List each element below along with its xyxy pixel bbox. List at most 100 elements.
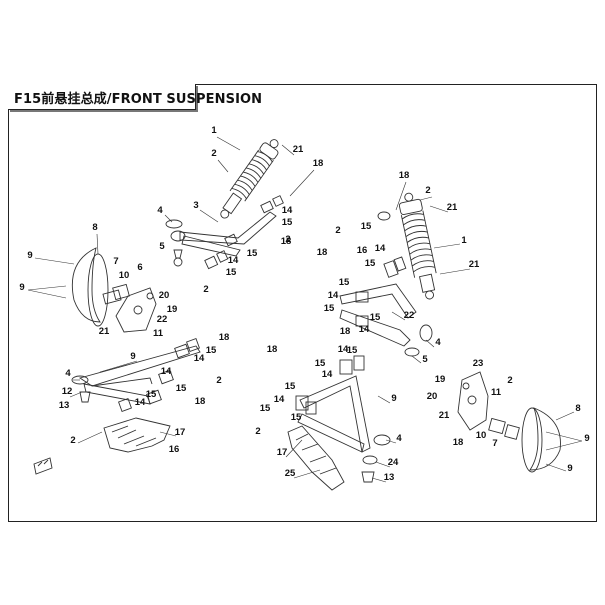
callout-15: 15 <box>226 267 237 278</box>
diagram-title: F15前悬挂总成/FRONT SUSPENSION <box>14 92 263 107</box>
right-lower-a-arm <box>295 355 391 483</box>
callout-1: 1 <box>211 125 217 136</box>
callout-18: 18 <box>281 236 292 247</box>
callout-19: 19 <box>167 304 178 315</box>
callout-15: 15 <box>370 312 381 323</box>
callout-9: 9 <box>391 393 396 404</box>
right-upper-a-arm <box>339 211 433 357</box>
callout-2: 2 <box>255 426 260 437</box>
callout-21: 21 <box>439 410 450 421</box>
callout-15: 15 <box>206 345 217 356</box>
right-shock-absorber <box>398 192 437 300</box>
callout-22: 22 <box>157 314 168 325</box>
callout-17: 17 <box>175 427 186 438</box>
callout-2: 2 <box>335 225 340 236</box>
callout-10: 10 <box>476 430 487 441</box>
left-lower-a-arm <box>71 338 201 412</box>
callout-15: 15 <box>339 277 350 288</box>
callout-15: 15 <box>291 412 302 423</box>
callout-14: 14 <box>338 344 349 355</box>
callout-5: 5 <box>159 241 165 252</box>
callout-25: 25 <box>285 468 296 479</box>
callout-17: 17 <box>277 447 288 458</box>
title-box: F15前悬挂总成/FRONT SUSPENSION <box>8 84 262 110</box>
callout-2: 2 <box>425 185 430 196</box>
callout-18: 18 <box>399 170 410 181</box>
callout-18: 18 <box>219 332 230 343</box>
callout-15: 15 <box>260 403 271 414</box>
callout-8: 8 <box>575 403 580 414</box>
callout-23: 23 <box>473 358 484 369</box>
callout-14: 14 <box>328 290 339 301</box>
callout-2: 2 <box>285 234 290 245</box>
callout-16: 16 <box>357 245 368 256</box>
callout-14: 14 <box>135 397 146 408</box>
callout-12: 12 <box>62 386 73 397</box>
callout-4: 4 <box>157 205 163 216</box>
callout-13: 13 <box>384 472 395 483</box>
callout-3: 3 <box>193 200 198 211</box>
callout-9: 9 <box>19 282 24 293</box>
callout-15: 15 <box>361 221 372 232</box>
right-skid-plate <box>287 425 345 491</box>
left-upper-a-arm <box>165 195 284 270</box>
callout-9: 9 <box>27 250 32 261</box>
callout-4: 4 <box>65 368 71 379</box>
callout-11: 11 <box>491 387 502 398</box>
callout-14: 14 <box>194 353 205 364</box>
callout-14: 14 <box>375 243 386 254</box>
callout-18: 18 <box>317 247 328 258</box>
callout-5: 5 <box>422 354 428 365</box>
callout-18: 18 <box>453 437 464 448</box>
callout-13: 13 <box>59 400 70 411</box>
callout-18: 18 <box>340 326 351 337</box>
callout-14: 14 <box>322 369 333 380</box>
callout-16: 16 <box>169 444 180 455</box>
callout-9: 9 <box>130 351 135 362</box>
callout-14: 14 <box>228 255 239 266</box>
callout-9: 9 <box>567 463 572 474</box>
callout-18: 18 <box>267 344 278 355</box>
wheel-icon <box>33 457 53 475</box>
callout-15: 15 <box>247 248 258 259</box>
callout-20: 20 <box>159 290 170 301</box>
callout-14: 14 <box>161 366 172 377</box>
callout-4: 4 <box>435 337 441 348</box>
callout-11: 11 <box>153 328 164 339</box>
drawing-frame <box>8 84 597 522</box>
callout-18: 18 <box>195 396 206 407</box>
callout-2: 2 <box>203 284 208 295</box>
callout-9: 9 <box>584 433 589 444</box>
left-shock-absorber <box>220 139 279 219</box>
callout-14: 14 <box>359 324 370 335</box>
callout-6: 6 <box>137 262 142 273</box>
callout-8: 8 <box>92 222 97 233</box>
callout-15: 15 <box>282 217 293 228</box>
callout-15: 15 <box>324 303 335 314</box>
leader-lines <box>27 136 583 483</box>
callout-15: 15 <box>315 358 326 369</box>
callout-14: 14 <box>274 394 285 405</box>
callout-22: 22 <box>404 310 415 321</box>
callout-15: 15 <box>285 381 296 392</box>
callout-10: 10 <box>119 270 130 281</box>
callout-2: 2 <box>70 435 75 446</box>
callout-2: 2 <box>507 375 512 386</box>
callout-21: 21 <box>447 202 458 213</box>
callout-2: 2 <box>211 148 216 159</box>
callout-15: 15 <box>146 389 157 400</box>
right-brake-disc <box>457 371 561 473</box>
callout-15: 15 <box>347 345 358 356</box>
callout-2: 2 <box>216 375 221 386</box>
callout-19: 19 <box>435 374 446 385</box>
callout-7: 7 <box>492 438 497 449</box>
callout-24: 24 <box>388 457 399 468</box>
callout-21: 21 <box>293 144 304 155</box>
callout-1: 1 <box>461 235 467 246</box>
callout-21: 21 <box>99 326 110 337</box>
callout-4: 4 <box>396 433 402 444</box>
callout-7: 7 <box>113 256 118 267</box>
